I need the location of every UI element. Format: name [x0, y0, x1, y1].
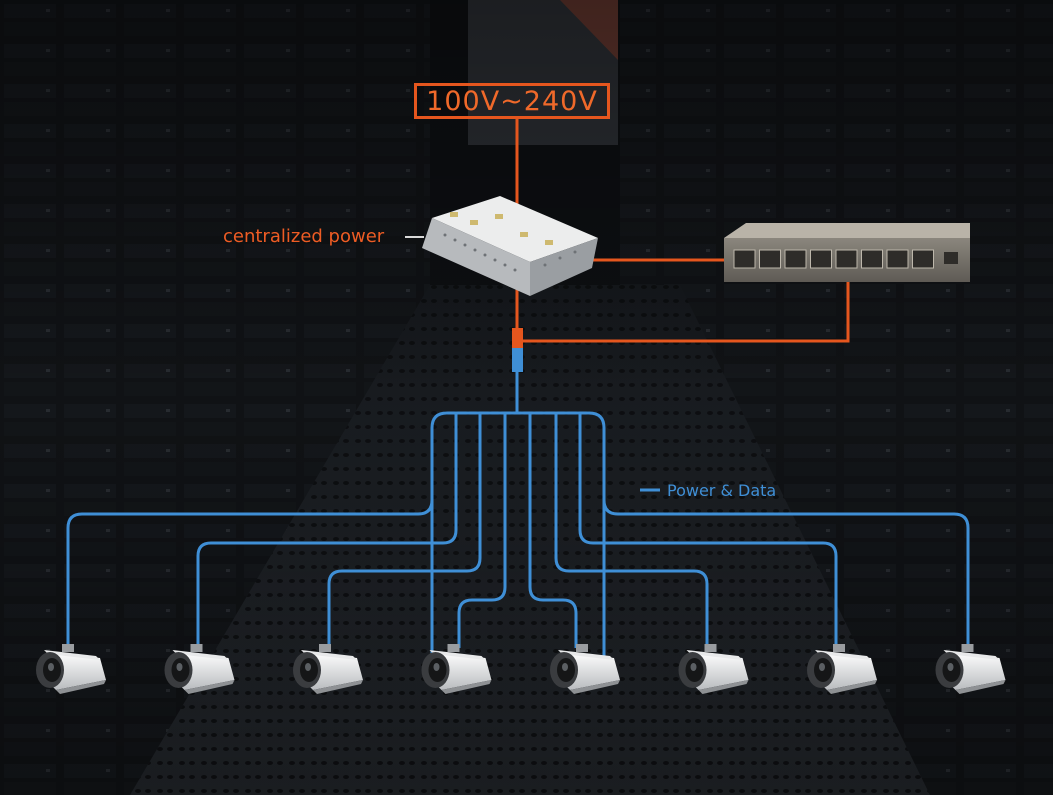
camera-icon	[678, 644, 749, 694]
switch-port	[810, 249, 832, 269]
switch-port	[835, 249, 858, 269]
camera-icon	[807, 644, 877, 694]
camera-icon	[550, 644, 620, 694]
poe-combiner-connector	[512, 328, 523, 372]
camera-icon	[164, 644, 235, 694]
legend-label: Power & Data	[667, 481, 777, 500]
power-data-lines	[66, 372, 970, 660]
camera-icon	[36, 644, 106, 694]
camera-icon	[935, 644, 1006, 694]
switch-port	[759, 249, 781, 269]
switch-port	[861, 249, 883, 269]
camera-icon	[293, 644, 363, 694]
power-supply-label: centralized power	[223, 226, 385, 247]
voltage-label: 100V~240V	[426, 85, 598, 117]
camera-icon	[421, 644, 492, 694]
network-switch-icon	[724, 223, 970, 282]
switch-port	[912, 249, 934, 269]
power-supply-icon	[405, 196, 598, 296]
switch-port	[886, 249, 909, 269]
voltage-input-box: 100V~240V	[414, 83, 610, 119]
switch-port	[733, 249, 756, 269]
camera-array	[36, 644, 1006, 694]
switch-port	[784, 249, 807, 269]
